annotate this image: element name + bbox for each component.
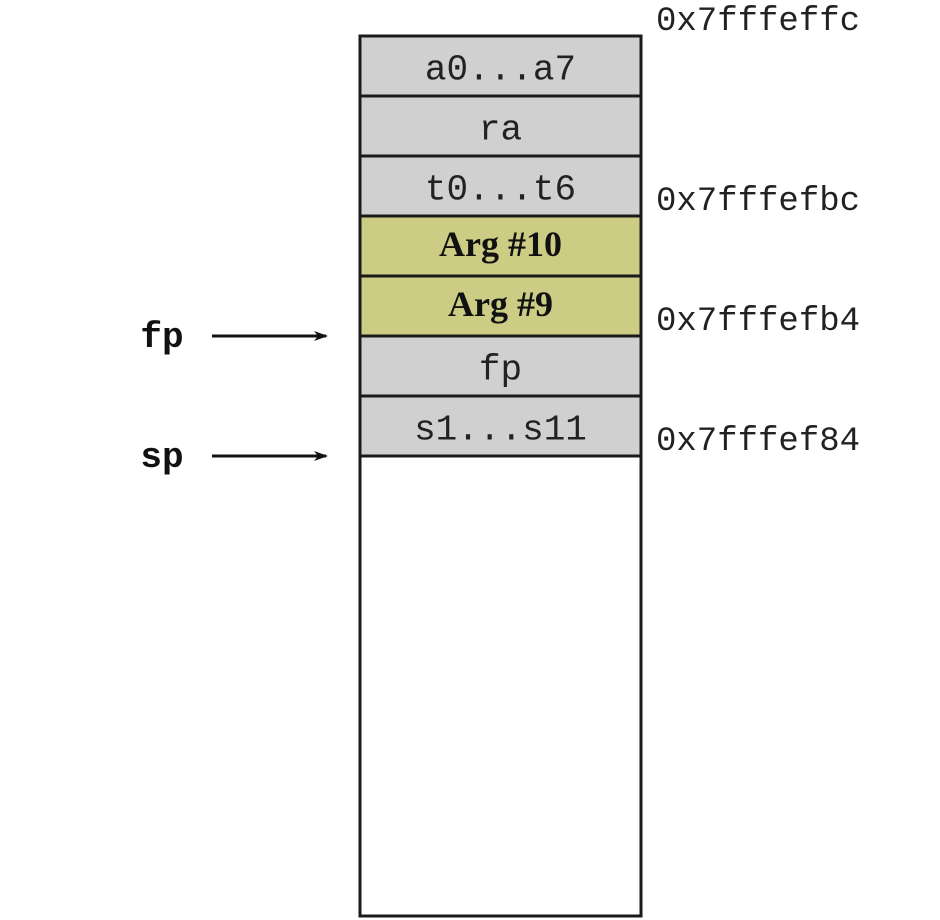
address-label-2: 0x7fffefb4: [656, 303, 860, 341]
pointer-label-fp: fp: [140, 317, 183, 358]
pointer-label-sp: sp: [140, 437, 183, 478]
stack-cell-label-3: Arg #10: [439, 224, 562, 264]
stack-cell-3: [358, 214, 643, 278]
stack-cell-0: [358, 34, 643, 98]
address-labels: 0x7fffeffc 0x7fffefbc 0x7fffefb4 0x7fffef84: [656, 3, 860, 461]
pointer-labels: fp sp: [140, 317, 328, 478]
stack-cell-6: [358, 394, 643, 458]
stack-cell-label-5: fp: [479, 350, 522, 391]
stack-cell-label-1: ra: [479, 110, 522, 151]
stack-cell-label-2: t0...t6: [425, 170, 576, 211]
stack-cell-label-4: Arg #9: [448, 284, 553, 324]
address-label-1: 0x7fffefbc: [656, 183, 860, 221]
address-label-3: 0x7fffef84: [656, 423, 860, 461]
stack-cell-label-6: s1...s11: [414, 410, 587, 451]
unused-stack-region: [358, 454, 643, 918]
stack-cell-label-0: a0...a7: [425, 50, 576, 91]
address-label-0: 0x7fffeffc: [656, 3, 860, 41]
stack-cell-1: [358, 94, 643, 158]
stack-cell-5: [358, 334, 643, 398]
